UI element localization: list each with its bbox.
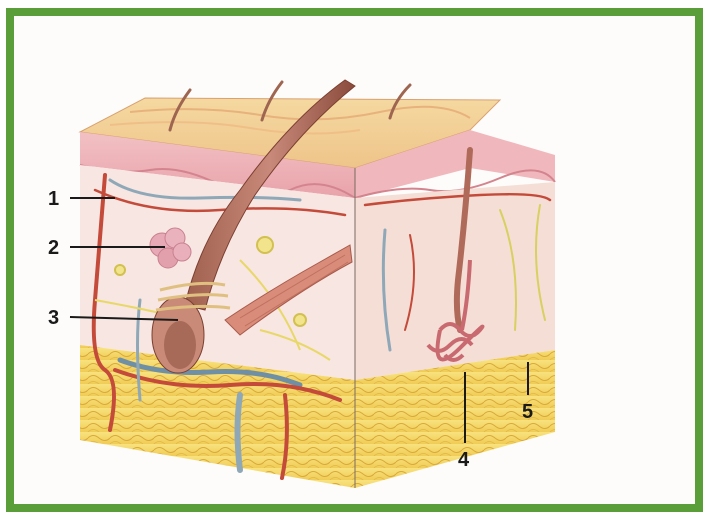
label-2: 2 [48,237,59,259]
label-4: 4 [458,449,470,471]
label-3: 3 [48,307,59,329]
label-1: 1 [48,188,59,210]
label-5: 5 [522,401,533,423]
